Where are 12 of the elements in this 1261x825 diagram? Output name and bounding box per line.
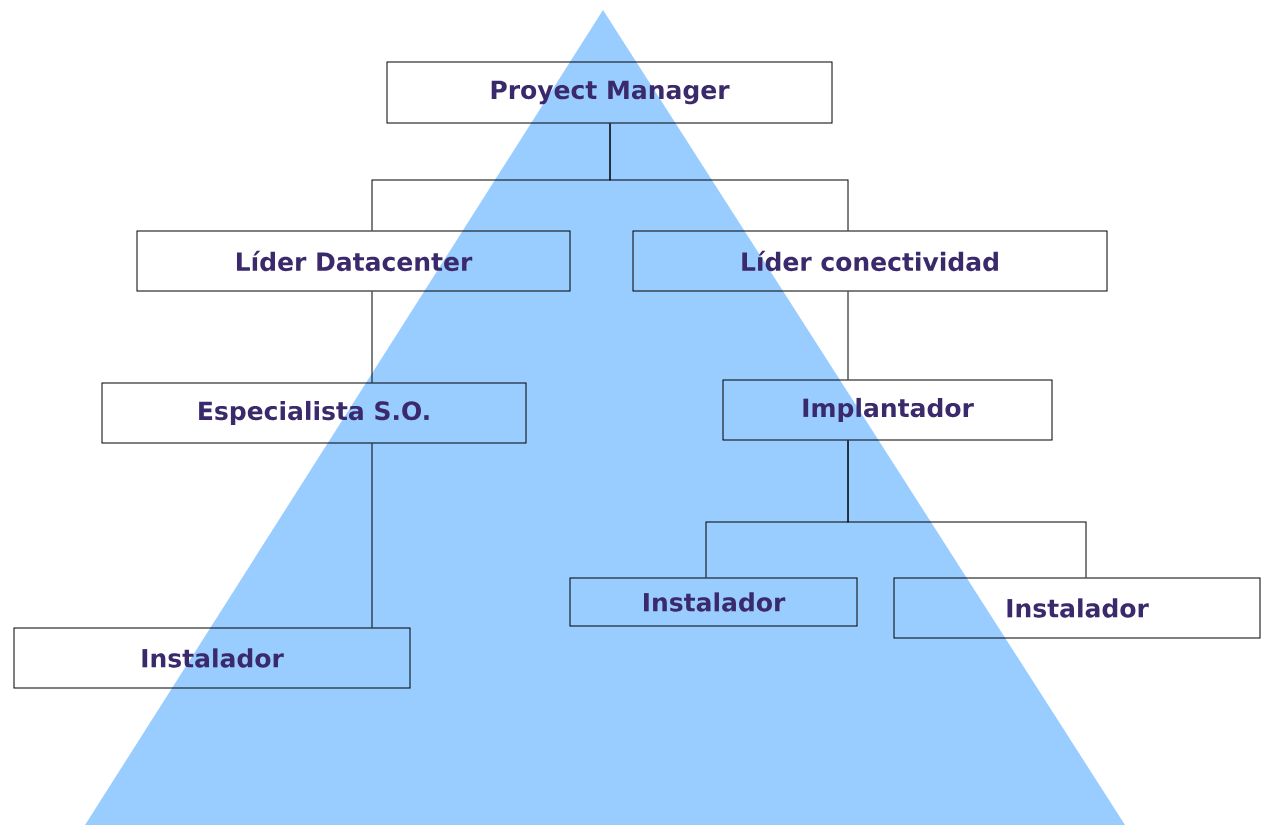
connector-line — [609, 123, 849, 231]
connector-line — [847, 291, 849, 380]
role-box: Instalador — [569, 577, 858, 627]
role-box: Proyect Manager — [386, 61, 833, 124]
connector-line — [371, 291, 373, 383]
role-box: Implantador — [722, 379, 1053, 441]
role-box: Instalador — [893, 577, 1261, 639]
connector-line — [847, 440, 1087, 578]
role-box: Líder conectividad — [632, 230, 1108, 292]
role-box: Especialista S.O. — [101, 382, 527, 444]
role-box: Líder Datacenter — [136, 230, 571, 292]
connector-line — [371, 443, 373, 628]
